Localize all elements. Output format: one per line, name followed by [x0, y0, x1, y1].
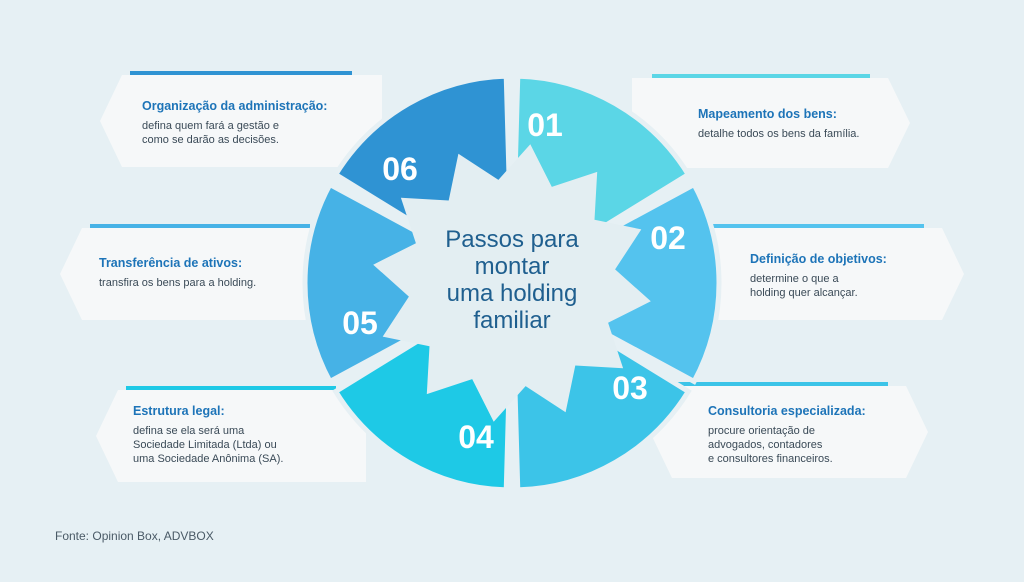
- card-step-03: Consultoria especializada: procure orien…: [708, 404, 928, 466]
- step-number-03: 03: [612, 370, 648, 406]
- step-card-02: [678, 228, 964, 320]
- step-number-01: 01: [527, 107, 563, 143]
- card-desc-line: defina se ela será uma: [133, 425, 245, 437]
- card-step-02: Definição de objetivos: determine o que …: [750, 252, 970, 300]
- step-card-accent-06: [130, 71, 352, 75]
- step-number-06: 06: [382, 151, 418, 187]
- card-desc-line: e consultores financeiros.: [708, 453, 833, 465]
- card-desc-line: uma Sociedade Anônima (SA).: [133, 453, 284, 465]
- step-card-04: [96, 390, 366, 482]
- step-card-accent-05: [90, 224, 310, 228]
- card-desc-line: holding quer alcançar.: [750, 287, 858, 299]
- step-cards: [60, 71, 964, 482]
- step-number-04: 04: [458, 419, 494, 455]
- card-title: Consultoria especializada:: [708, 404, 866, 418]
- source-note: Fonte: Opinion Box, ADVBOX: [55, 529, 214, 543]
- card-desc-line: como se darão as decisões.: [142, 134, 279, 146]
- step-card-accent-04: [126, 386, 336, 390]
- center-title-line: Passos para: [445, 226, 579, 253]
- card-desc-line: defina quem fará a gestão e: [142, 120, 279, 132]
- card-desc-line: detalhe todos os bens da família.: [698, 128, 860, 140]
- card-step-05: Transferência de ativos: transfira os be…: [99, 256, 319, 290]
- center-gear: [373, 144, 651, 422]
- center-title-line: uma holding: [446, 280, 578, 307]
- card-desc-line: advogados, contadores: [708, 439, 823, 451]
- card-desc-line: transfira os bens para a holding.: [99, 277, 257, 289]
- step-number-02: 02: [650, 220, 686, 256]
- card-title: Definição de objetivos:: [750, 252, 887, 266]
- center-title-line: familiar: [473, 307, 551, 334]
- card-step-04: Estrutura legal: defina se ela será uma …: [133, 404, 353, 466]
- step-card-01: [632, 78, 910, 168]
- step-card-03: [650, 386, 928, 478]
- card-step-06: Organização da administração: defina que…: [142, 99, 362, 147]
- card-desc-line: determine o que a: [750, 273, 839, 285]
- ring-segments: [302, 73, 722, 493]
- card-desc-line: procure orientação de: [708, 425, 816, 437]
- step-numbers: 01 02 03 04 05 06: [342, 107, 686, 455]
- card-title: Transferência de ativos:: [99, 256, 243, 270]
- center-title: Passos para montar uma holding familiar: [412, 226, 612, 334]
- center-title-line: montar: [474, 253, 550, 280]
- step-card-accent-01: [652, 74, 870, 78]
- step-card-accent-03: [670, 382, 888, 386]
- step-number-05: 05: [342, 305, 378, 341]
- step-card-accent-02: [698, 224, 924, 228]
- card-title: Mapeamento dos bens:: [698, 107, 837, 121]
- step-card-05: [60, 228, 340, 320]
- card-desc-line: Sociedade Limitada (Ltda) ou: [133, 439, 277, 451]
- card-step-01: Mapeamento dos bens: detalhe todos os be…: [698, 107, 918, 141]
- step-card-06: [100, 75, 382, 167]
- card-title: Estrutura legal:: [133, 404, 225, 418]
- card-title: Organização da administração:: [142, 99, 328, 113]
